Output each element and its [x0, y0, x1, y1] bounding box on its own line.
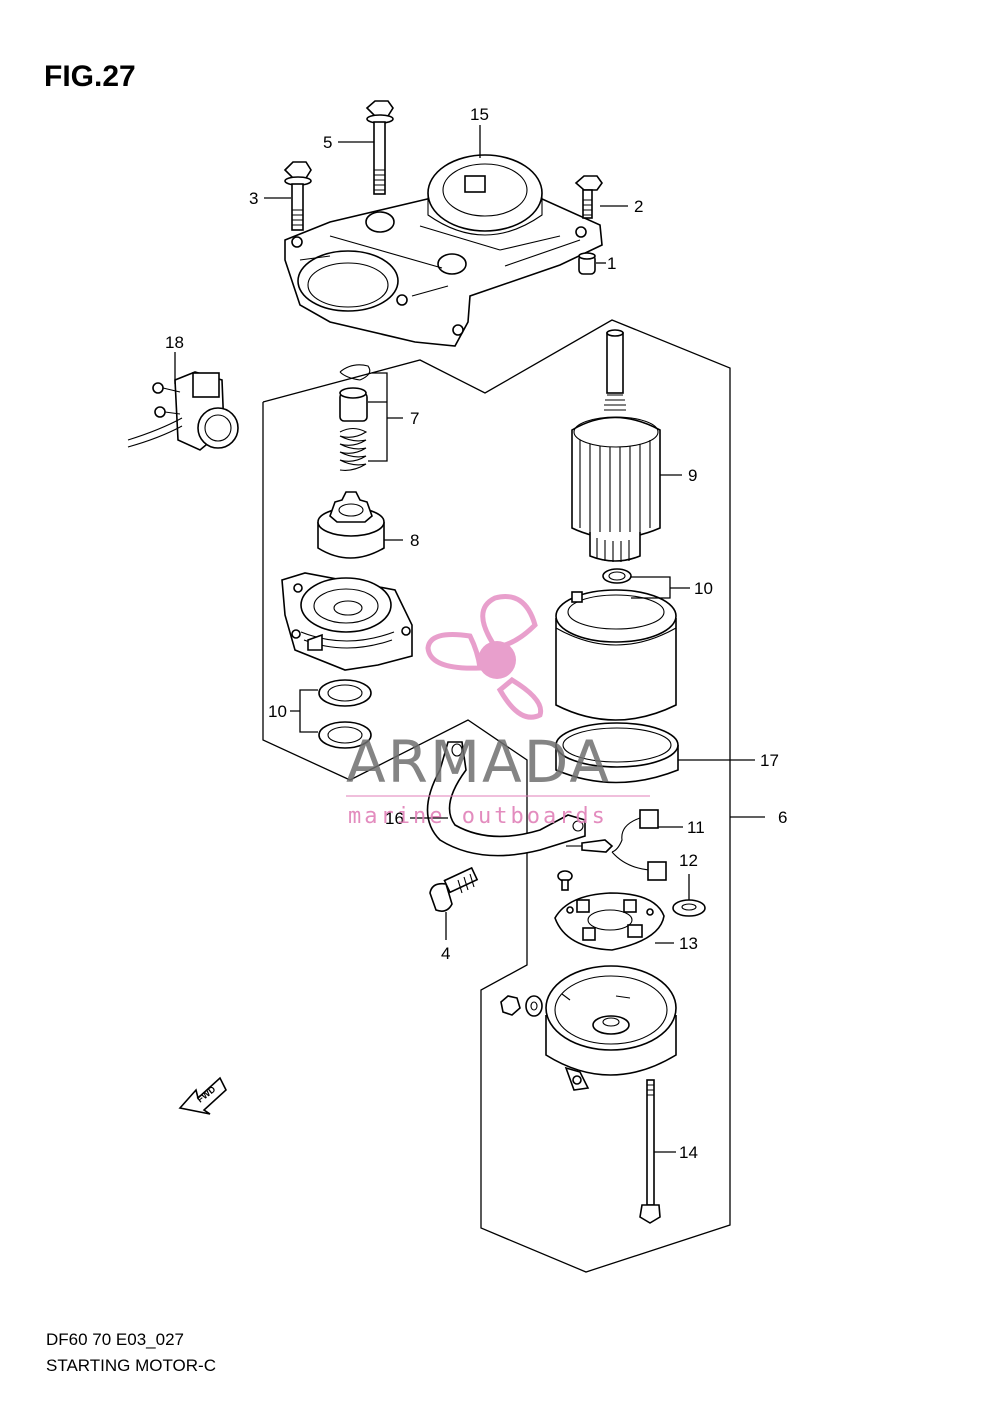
brush-holder-part: [554, 892, 665, 951]
callout-8: 8: [410, 531, 419, 550]
washer-set-left-part: [318, 679, 372, 749]
callout-5: 5: [323, 133, 332, 152]
figure-name: STARTING MOTOR-C: [46, 1356, 216, 1375]
callout-9: 9: [688, 466, 697, 485]
callout-17: 17: [760, 751, 779, 770]
strap-bracket-part: [426, 741, 586, 857]
leader-lines: [174, 125, 765, 1153]
band-part: [555, 722, 679, 784]
callout-12: 12: [679, 851, 698, 870]
callout-11: 11: [687, 818, 705, 837]
callout-14: 14: [679, 1143, 698, 1162]
callout-2: 2: [634, 197, 643, 216]
mounting-bracket-part: [284, 154, 603, 347]
bolt-part-5: [365, 100, 394, 195]
bolt-part-3: [283, 161, 312, 231]
callout-15: 15: [470, 105, 489, 124]
bolt-part-4: [429, 866, 479, 912]
callout-labels: 1 2 3 4 5 6 7 8 9 10 10 11 12 13 14 15 1…: [165, 105, 787, 1162]
pinion-stopper-set-part: [339, 364, 371, 471]
terminal-nut-part: [500, 995, 543, 1017]
watermark-tagline: marine outboards: [348, 804, 608, 829]
brush-lead-part: [566, 809, 667, 881]
front-housing-part: [281, 572, 413, 671]
callout-10-right: 10: [694, 579, 713, 598]
callout-7: 7: [410, 409, 419, 428]
callout-10-left: 10: [268, 702, 287, 721]
assembly-outline: [262, 319, 731, 1273]
watermark-brand: ARMADA: [346, 728, 611, 796]
callout-4: 4: [441, 944, 450, 963]
callout-18: 18: [165, 333, 184, 352]
callout-3: 3: [249, 189, 258, 208]
armature-part: [571, 329, 661, 562]
dowel-pin-part: [578, 252, 596, 275]
callout-13: 13: [679, 934, 698, 953]
bolt-part-2: [574, 175, 603, 219]
screw-small-part: [557, 870, 573, 891]
figure-title: FIG.27: [44, 60, 136, 93]
callout-1: 1: [607, 254, 616, 273]
figure-code: DF60 70 E03_027: [46, 1330, 184, 1349]
yoke-part: [555, 589, 677, 721]
through-bolt-part: [639, 1079, 661, 1224]
fwd-arrow-icon: FWD: [178, 1076, 227, 1115]
callout-16: 16: [385, 809, 404, 828]
solenoid-switch-part: [127, 371, 239, 451]
rear-end-frame-part: [545, 965, 677, 1091]
pinion-drive-part: [317, 491, 385, 559]
callout-6: 6: [778, 808, 787, 827]
bearing-part: [672, 899, 706, 917]
propeller-logo-icon: [425, 594, 544, 720]
